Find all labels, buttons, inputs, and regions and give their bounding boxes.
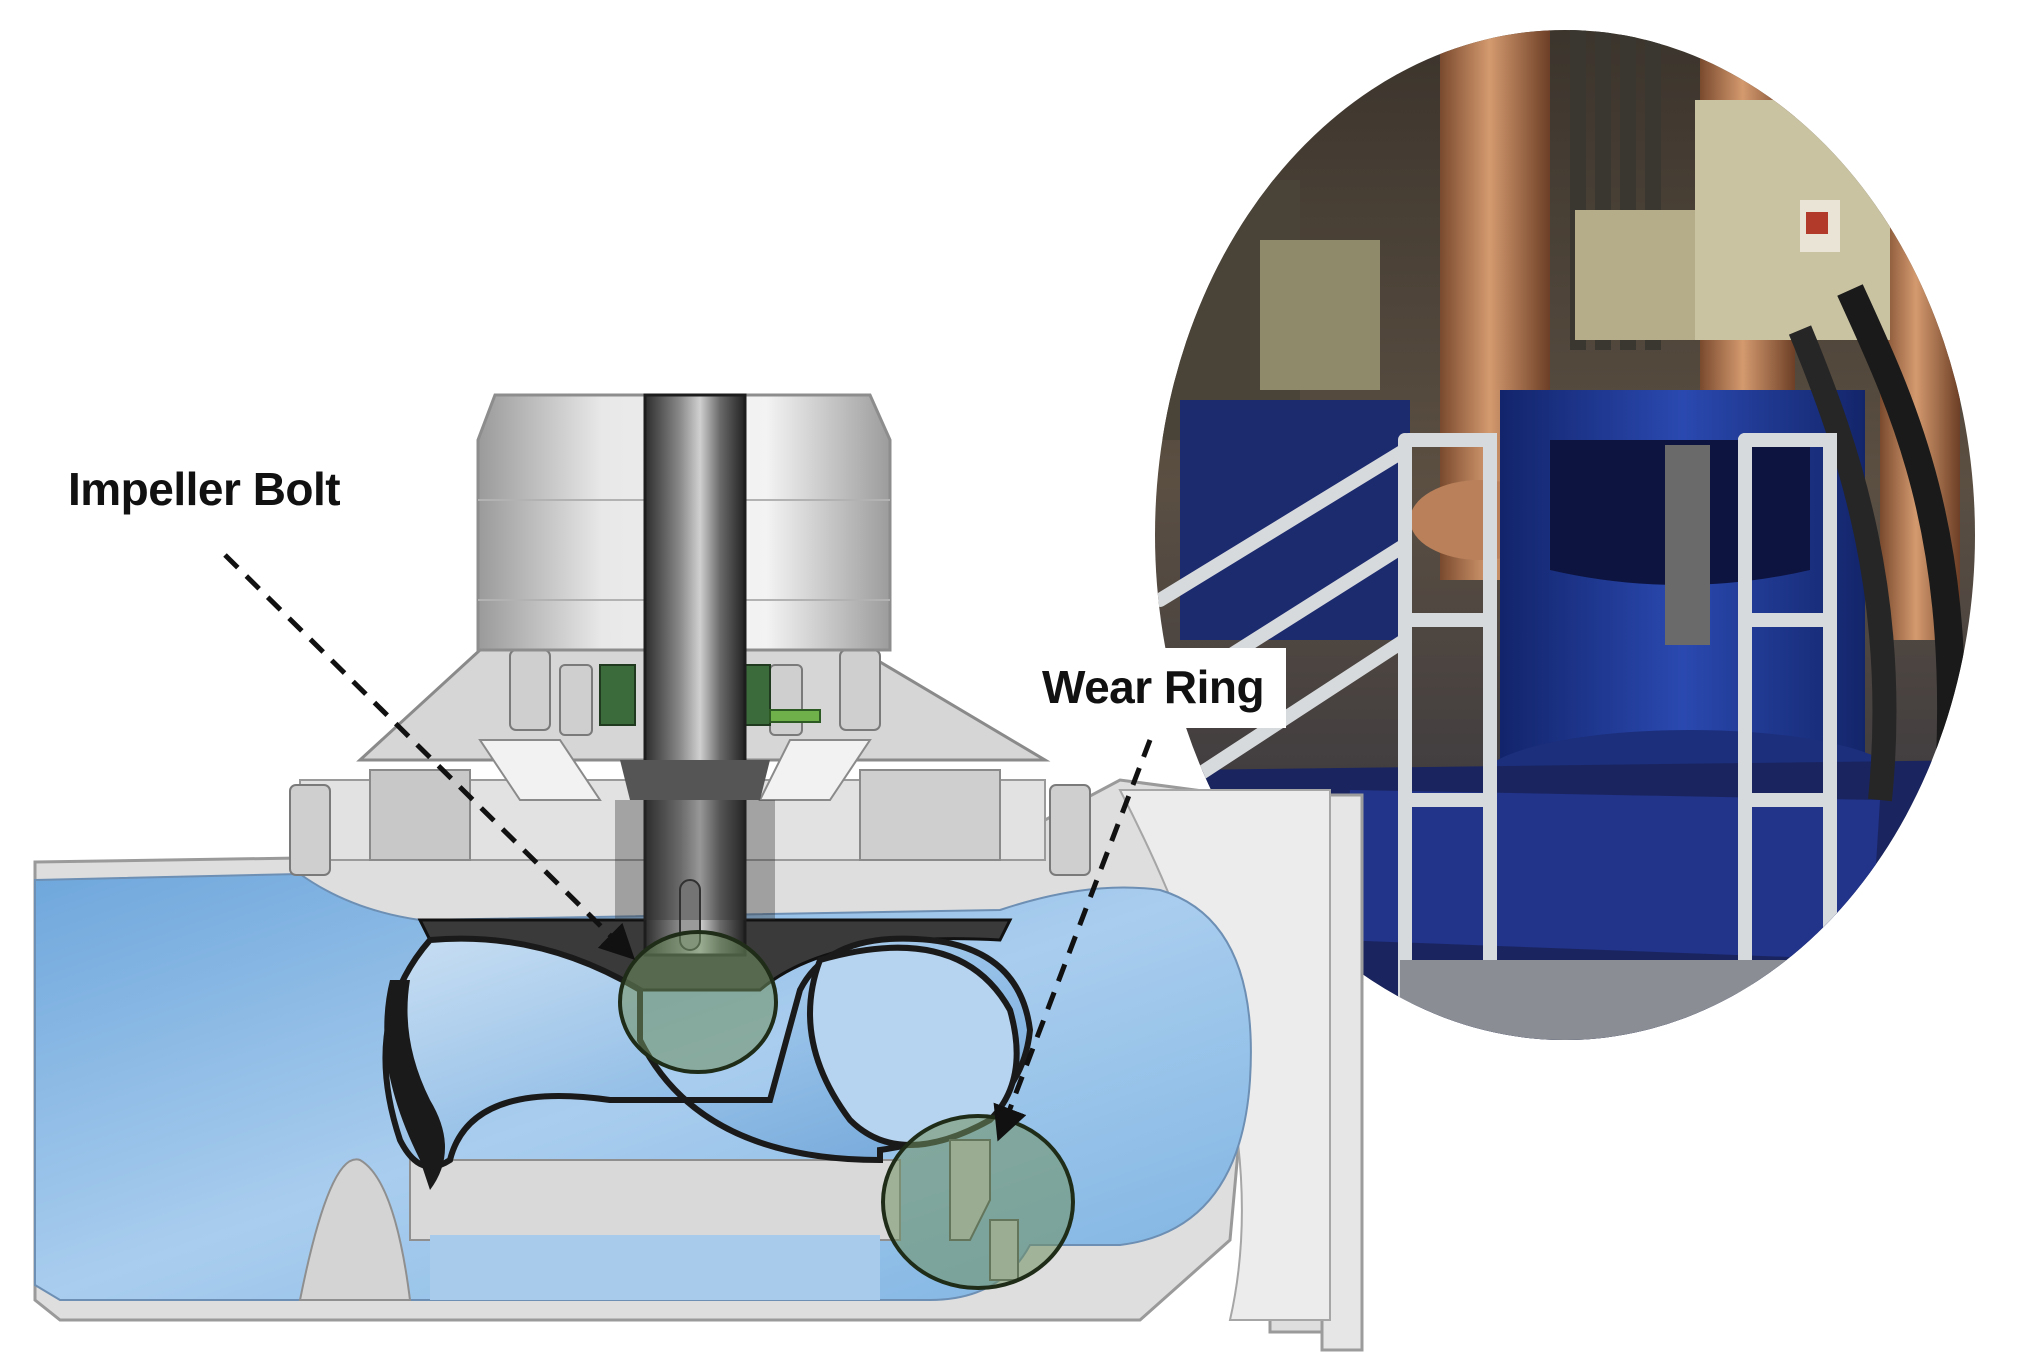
pump-cross-section-illustration — [33, 393, 1364, 1352]
impeller-bolt-arrow — [223, 553, 635, 960]
impeller-bolt-label: Impeller Bolt — [68, 463, 341, 515]
wear-ring-arrow — [993, 739, 1153, 1142]
wear-ring-highlight — [881, 1114, 1075, 1290]
pump-room-photo — [1155, 30, 1975, 1040]
impeller-bolt-highlight — [618, 930, 778, 1074]
wear-ring-label: Wear Ring — [1020, 648, 1287, 728]
